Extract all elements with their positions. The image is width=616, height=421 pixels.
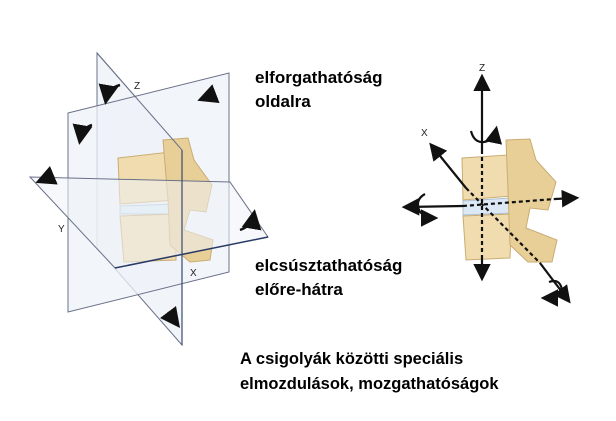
sliding-label: elcsúsztathatóság előre-hátra (255, 254, 402, 302)
axis-y-label-left: Y (58, 224, 65, 235)
caption-line2: elmozdulások, mozgathatóságok (240, 375, 499, 393)
motion-arrows-left (35, 83, 262, 328)
rotation-label: elforgathatóság oldalra (255, 66, 383, 114)
rotation-label-line1: elforgathatóság (255, 68, 383, 87)
horizontal-plane (28, 176, 269, 269)
caption: A csigolyák közötti speciális elmozdulás… (240, 347, 499, 397)
axis-z-label-right: Z (479, 63, 485, 74)
vertebrae-right (461, 138, 558, 263)
axes-right (401, 73, 580, 307)
axis-x-label-left: X (190, 268, 197, 279)
sliding-label-line1: elcsúsztathatóság (255, 256, 403, 275)
sagittal-plane-front (96, 52, 183, 345)
sliding-label-line2: előre-hátra (255, 280, 343, 299)
axis-z-label-left: Z (134, 81, 140, 92)
axis-x-label-right: X (421, 128, 428, 139)
caption-line1: A csigolyák közötti speciális (240, 350, 464, 368)
rotation-label-line2: oldalra (255, 92, 311, 111)
